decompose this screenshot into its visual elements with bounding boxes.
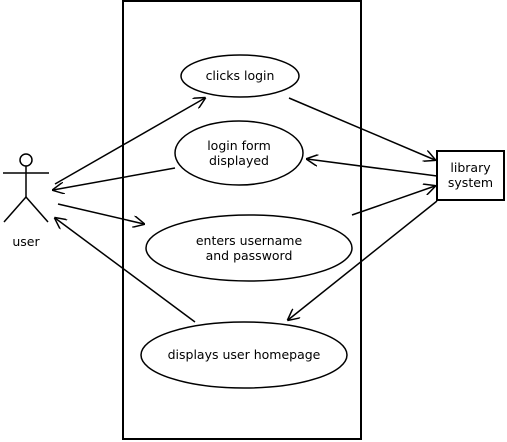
arrow-system-to-homepage <box>288 200 438 320</box>
actor-right-leg <box>25 196 49 223</box>
actor-label: user <box>12 234 40 249</box>
actor-stick-figure <box>3 153 49 223</box>
actor-left-leg <box>3 196 27 223</box>
arrow-system-to-login-form <box>307 159 438 177</box>
use-case-label-displays-homepage: displays user homepage <box>167 347 321 362</box>
arrow-user-to-enters-username <box>57 203 144 224</box>
actor-head <box>19 153 33 167</box>
use-case-label-login-form: login form displayed <box>207 138 271 168</box>
system-boundary <box>122 0 362 440</box>
arrow-login-form-to-user <box>53 167 176 190</box>
use-case-displays-homepage <box>140 321 348 389</box>
use-case-label-clicks-login: clicks login <box>205 68 275 83</box>
arrow-user-to-clicks-login <box>54 98 205 185</box>
use-case-enters-username <box>145 214 353 282</box>
use-case-clicks-login <box>180 54 300 98</box>
arrow-clicks-login-to-system <box>288 97 435 160</box>
use-case-label-enters-username: enters username and password <box>195 233 303 263</box>
arrow-enters-username-to-system <box>351 186 435 216</box>
library-system-label: library system <box>447 160 494 190</box>
arrow-homepage-to-user <box>55 218 196 323</box>
use-case-login-form-displayed <box>174 120 304 186</box>
